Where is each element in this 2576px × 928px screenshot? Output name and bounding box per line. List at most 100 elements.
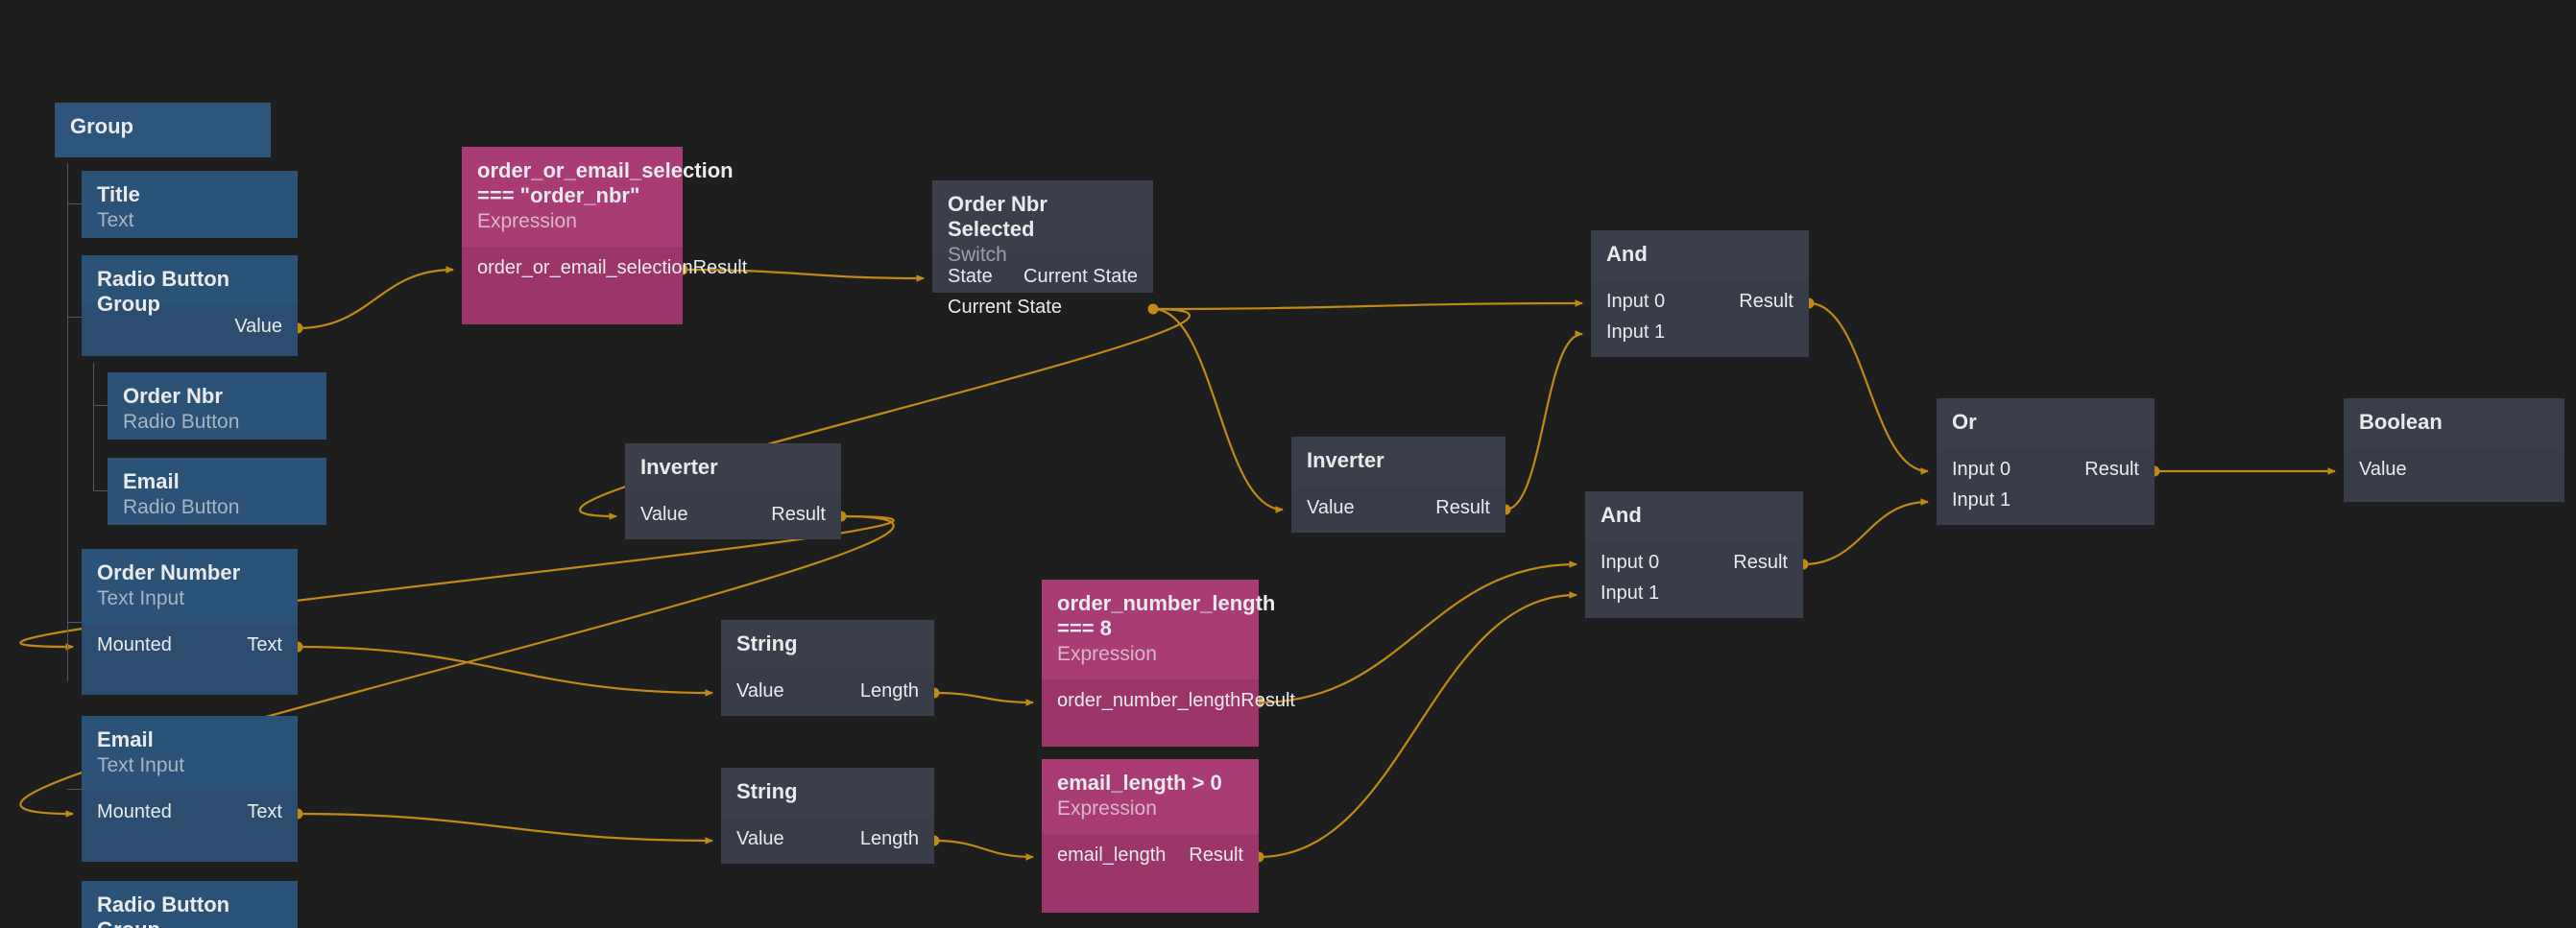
input-port-label[interactable]: Mounted <box>97 633 172 655</box>
input-port-label[interactable]: Value <box>736 679 784 702</box>
edge[interactable] <box>933 839 1034 861</box>
node-radio_button_group_2[interactable]: Radio Button Group <box>82 881 298 928</box>
output-port-label[interactable]: Result <box>1435 496 1490 518</box>
input-port-label[interactable]: Input 1 <box>1601 582 1660 604</box>
output-port-label[interactable]: Current State <box>1023 265 1138 287</box>
node-subtitle: Expression <box>1057 642 1157 665</box>
input-port-label[interactable]: Value <box>640 503 688 525</box>
input-port-label[interactable]: order_or_email_selection <box>477 256 693 278</box>
edge[interactable] <box>1505 330 1583 512</box>
tree-connector <box>93 405 108 406</box>
port-row: Mounted Text <box>82 630 298 660</box>
output-port-label[interactable]: Result <box>1739 290 1794 312</box>
node-header[interactable]: Inverter <box>625 443 841 493</box>
edge[interactable] <box>297 812 713 845</box>
node-header[interactable]: String <box>721 768 934 818</box>
port-row: Current State <box>932 292 1153 322</box>
output-port-label[interactable]: Result <box>771 503 826 525</box>
edge[interactable] <box>1802 498 1929 566</box>
input-port-label[interactable]: Input 0 <box>1601 551 1660 573</box>
tree-connector <box>93 363 94 490</box>
input-port-label[interactable]: order_number_length <box>1057 689 1241 711</box>
input-port-label[interactable]: Input 0 <box>1606 290 1666 312</box>
input-port-label[interactable]: Input 0 <box>1952 458 2011 480</box>
node-header[interactable]: Group <box>55 103 271 153</box>
port-row: Value Length <box>721 676 934 706</box>
node-header[interactable]: And <box>1591 230 1809 280</box>
output-port-label[interactable]: Length <box>859 827 919 849</box>
node-header[interactable]: Boolean <box>2344 398 2564 448</box>
input-port-label[interactable]: State <box>948 265 993 287</box>
edge[interactable] <box>1152 299 1583 311</box>
port-row: Input 0 Result <box>1585 547 1803 578</box>
input-port-label[interactable]: Value <box>736 827 784 849</box>
input-port-label[interactable]: Value <box>1307 496 1355 518</box>
input-port-label[interactable]: Current State <box>948 296 1062 318</box>
node-title: And <box>1601 503 1642 527</box>
node-group[interactable]: Group <box>55 103 271 157</box>
node-title: order_number_length === 8 <box>1057 591 1276 640</box>
node-ports: Mounted Text <box>82 791 298 862</box>
node-header[interactable]: String <box>721 620 934 670</box>
node-title: String <box>736 779 798 803</box>
edge[interactable] <box>1808 301 1929 475</box>
edge[interactable] <box>1258 560 1577 704</box>
node-header[interactable]: Inverter <box>1291 437 1505 487</box>
output-port-label[interactable]: Result <box>1733 551 1788 573</box>
node-expr_order_or_email[interactable]: order_or_email_selection === "order_nbr"… <box>462 147 747 324</box>
edge[interactable] <box>297 266 454 330</box>
node-title: Inverter <box>1307 448 1384 472</box>
node-header[interactable]: Or <box>1937 398 2155 448</box>
node-header[interactable]: Radio Button Group <box>82 881 298 928</box>
edge[interactable] <box>1152 307 1284 513</box>
output-port-label[interactable]: Result <box>692 256 748 278</box>
input-port-label[interactable]: email_length <box>1057 844 1167 866</box>
node-header[interactable]: order_or_email_selection === "order_nbr"… <box>462 147 734 247</box>
output-port-label[interactable]: Text <box>247 633 282 655</box>
edge[interactable] <box>933 691 1034 706</box>
input-port-label[interactable]: Input 1 <box>1952 488 2011 511</box>
output-port-label[interactable]: Result <box>1240 689 1295 711</box>
output-port-label[interactable]: Text <box>247 800 282 822</box>
output-port-label[interactable]: Result <box>1189 844 1243 866</box>
edge[interactable] <box>1258 591 1577 859</box>
input-port-label[interactable]: Input 1 <box>1606 321 1666 343</box>
output-port-label[interactable]: Length <box>859 679 919 702</box>
edge[interactable] <box>297 645 713 697</box>
output-port-label[interactable]: Value <box>234 315 282 337</box>
input-port-label[interactable]: Value <box>2359 458 2407 480</box>
node-title: String <box>736 631 798 655</box>
output-port-label[interactable]: Result <box>2084 458 2139 480</box>
node-header[interactable]: And <box>1585 491 1803 541</box>
node-header[interactable]: Radio Button Group <box>82 255 298 316</box>
input-port-label[interactable]: Mounted <box>97 800 172 822</box>
